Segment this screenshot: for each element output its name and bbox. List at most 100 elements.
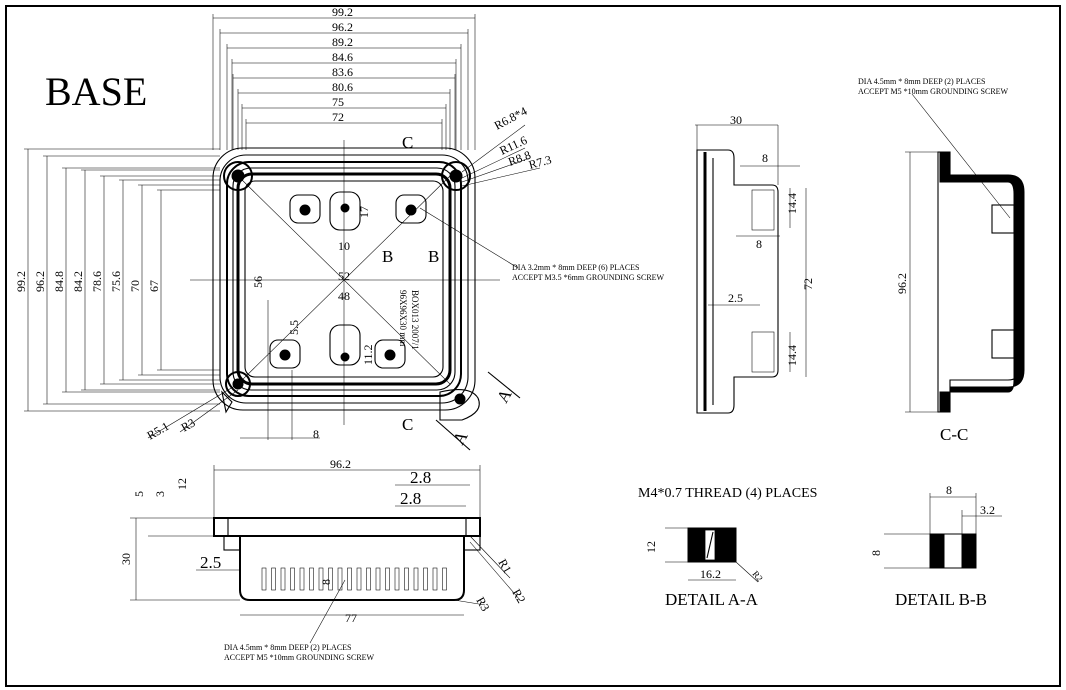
front-dim-3: 3 [153,491,167,497]
front-dim-2-5: 2.5 [200,553,221,572]
height-dim-label: 75.6 [109,271,123,292]
inner-dim-8: 8 [313,427,319,441]
side-view: 30 8 14.4 8 2.5 72 14.4 [695,113,815,414]
front-flange [213,517,481,537]
front-dim-77: 77 [345,611,357,625]
rib [280,567,286,591]
radius-leader-3 [461,157,531,183]
front-view: 96.2 2.8 2.8 5 3 12 30 2.5 8 77 R1 R2 R3… [119,457,529,662]
front-dim-96-2: 96.2 [330,457,351,471]
side-outline-outer [696,149,779,414]
cc-hole-top [991,204,1015,234]
drawing-title: BASE [45,69,147,114]
inner-dim-56: 56 [251,276,265,288]
height-dim-label: 67 [147,280,161,292]
section-a-line-1 [487,371,521,399]
radius-leader-1 [461,124,526,173]
height-dim-label: 99.2 [14,271,28,292]
post-top-center [329,191,361,231]
post-bottom-left [269,339,301,369]
width-dim-label: 83.6 [332,65,353,79]
side-dim-8b: 8 [756,237,762,251]
radius-leader-5 [147,383,239,439]
height-dim-label: 96.2 [33,271,47,292]
side-boss-bottom [751,331,775,373]
mold-text-1: BOX013 2007/1 [410,290,420,350]
front-dim-12: 12 [175,478,189,490]
side-boss-top [751,189,775,231]
post-hole-bl [279,349,291,361]
detail-aa-view: M4*0.7 THREAD (4) PLACES 12 16.2 R2 DETA… [638,486,817,609]
rib [423,567,428,591]
hole-note-2: ACCEPT M3.5 *6mm GROUNDING SCREW [512,273,665,282]
detail-bb-view: 8 3.2 8 DETAIL B-B [869,483,1002,609]
detail-aa-title: M4*0.7 THREAD (4) PLACES [638,486,817,501]
rib [261,567,267,591]
post-hole-tr [405,204,417,216]
detail-aa-label: DETAIL A-A [665,590,759,609]
front-dim-r2: R2 [509,587,528,606]
side-dim-72: 72 [801,278,815,290]
detail-aa-dim-16-2: 16.2 [700,567,721,581]
corner-boss-bl [225,371,251,397]
rib [299,567,305,591]
width-dim-label: 99.2 [332,5,353,19]
radius-label-4: R7.3 [527,152,553,171]
inner-dim-10: 10 [338,239,350,253]
rib [375,567,381,591]
front-dim-30: 30 [119,553,133,565]
front-note-1: DIA 4.5mm * 8mm DEEP (2) PLACES [224,643,351,652]
front-dim-2-8b: 2.8 [400,489,421,508]
lug-left [221,390,233,414]
front-note-2: ACCEPT M5 *10mm GROUNDING SCREW [224,653,375,662]
section-a-line-2 [435,419,471,451]
height-dim-label: 84.2 [71,271,85,292]
rib [271,567,276,591]
side-dim-30: 30 [730,113,742,127]
rib [366,567,371,591]
rib [290,567,295,591]
section-b-right: B [428,247,439,266]
front-note-leader [309,579,346,644]
hole-note-leader [419,207,519,269]
cc-note-1: DIA 4.5mm * 8mm DEEP (2) PLACES [858,77,985,86]
post-hole-br [384,349,396,361]
detail-aa-thread-hatch [706,531,714,559]
detail-aa-r-leader [735,561,759,583]
cc-outline [937,151,1021,413]
inner-dim-5-5: 5.5 [287,320,301,335]
corner-boss-tr [441,161,471,191]
height-dim-label: 70 [128,280,142,292]
detail-bb-dim-8a: 8 [946,483,952,497]
corner-hole-tr [449,169,463,183]
section-b-left: B [382,247,393,266]
front-tab-r [463,535,481,551]
cc-note-2: ACCEPT M5 *10mm GROUNDING SCREW [858,87,1009,96]
section-c-top: C [402,133,413,152]
height-dim-label: 84.8 [52,271,66,292]
post-hole-tl [299,204,311,216]
front-body [239,536,465,601]
radius-leader-2 [461,147,526,179]
detail-bb-slot [943,533,963,569]
front-dim-r3: R3 [473,595,492,614]
detail-aa-dim-12: 12 [644,541,658,553]
inner-dim-17: 17 [357,206,371,218]
post-hole-tc [340,203,350,213]
width-dim-label: 84.6 [332,50,353,64]
radius-leader-4 [461,167,541,187]
inner-dim-11-2: 11.2 [361,344,375,365]
rib [432,567,438,591]
front-r-leader-1 [469,535,511,579]
radius-label-5: R5.1 [145,419,172,443]
radius-leader-6 [179,389,239,433]
post-bottom-center [329,324,361,366]
rib [394,567,400,591]
rib [318,567,324,591]
rib [337,567,343,591]
rib [309,567,314,591]
inner-dim-52: 52 [338,269,350,283]
detail-bb-dim-3-2: 3.2 [980,503,995,517]
